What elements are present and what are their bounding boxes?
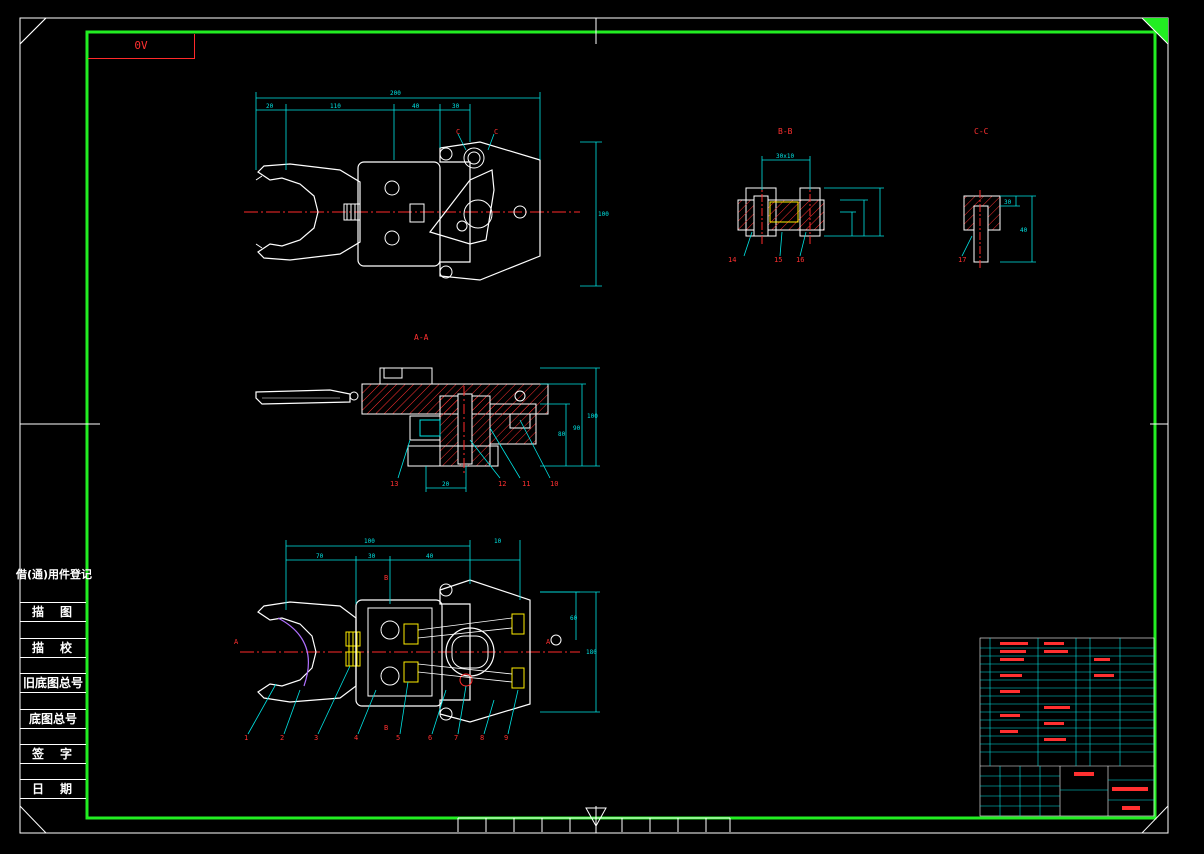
bottom-view: 100 70 30 40 10 60 180 1 2 3 4 5 6 7 <box>234 538 600 742</box>
section-aa-view: 20 100 90 80 13 12 11 10 <box>255 367 600 492</box>
top-view: 200 20 110 40 30 100 C C <box>244 90 609 287</box>
balloon-6: 6 <box>428 734 432 742</box>
balloon-16: 16 <box>796 256 804 264</box>
section-aa-title: A-A <box>414 333 429 342</box>
dim-bottom-10: 10 <box>494 538 502 545</box>
balloon-7: 7 <box>454 734 458 742</box>
gripper-jaw-top <box>257 163 361 261</box>
dim-top-110: 110 <box>330 103 341 110</box>
dim-aa-20: 20 <box>442 481 450 488</box>
balloon-10: 10 <box>550 480 558 488</box>
balloon-4: 4 <box>354 734 358 742</box>
dim-bottom-70: 70 <box>316 553 324 560</box>
balloon-14: 14 <box>728 256 736 264</box>
side-label-trace: 描 图 <box>20 602 86 622</box>
title-block-text-marks <box>1000 642 1148 810</box>
dim-top-40: 40 <box>412 103 420 110</box>
dim-aa-100: 100 <box>587 413 598 420</box>
svg-text:B: B <box>384 574 388 582</box>
dim-aa-90: 90 <box>573 425 581 432</box>
side-label-borrow-register: 借(通)用件登记 <box>15 568 93 581</box>
side-label-old-base-number: 旧底图总号 <box>20 673 86 693</box>
balloon-13: 13 <box>390 480 398 488</box>
balloon-11: 11 <box>522 480 530 488</box>
side-label-date: 日 期 <box>20 779 86 799</box>
svg-text:A: A <box>546 638 551 646</box>
dim-top-100: 100 <box>598 211 609 218</box>
balloon-1: 1 <box>244 734 248 742</box>
cam-plate-top <box>428 169 495 245</box>
dim-aa-80: 80 <box>558 431 566 438</box>
balloon-15: 15 <box>774 256 782 264</box>
dim-top-20: 20 <box>266 103 274 110</box>
dim-cc-30: 30 <box>1004 199 1012 206</box>
section-bb-title: B-B <box>778 127 793 136</box>
balloon-17: 17 <box>958 256 966 264</box>
svg-text:B: B <box>384 724 388 732</box>
dim-cc-40: 40 <box>1020 227 1028 234</box>
dim-bottom-60: 60 <box>570 615 578 622</box>
balloon-12: 12 <box>498 480 506 488</box>
outer-frame <box>19 17 1169 834</box>
svg-text:C: C <box>456 128 460 136</box>
side-label-signature: 签 字 <box>20 744 86 764</box>
body-plate-top <box>357 161 441 267</box>
green-frame <box>85 30 1157 820</box>
section-bb-view: 30x10 B-B 14 15 16 <box>728 127 884 264</box>
dim-bottom-30: 30 <box>368 553 376 560</box>
balloon-3: 3 <box>314 734 318 742</box>
sheet-corner-code: 0V <box>88 34 195 59</box>
dim-top-30: 30 <box>452 103 460 110</box>
svg-text:C: C <box>494 128 498 136</box>
side-label-trace-check: 描 校 <box>20 638 86 658</box>
balloon-8: 8 <box>480 734 484 742</box>
section-cc-view: 30 40 C-C 17 <box>958 127 1036 268</box>
dim-top-200: 200 <box>390 90 401 97</box>
balloon-9: 9 <box>504 734 508 742</box>
balloon-5: 5 <box>396 734 400 742</box>
side-label-base-number: 底图总号 <box>20 709 86 729</box>
svg-text:A: A <box>234 638 239 646</box>
balloon-2: 2 <box>280 734 284 742</box>
dim-bottom-180: 180 <box>586 649 597 656</box>
section-cc-title: C-C <box>974 127 989 136</box>
title-block <box>979 637 1155 817</box>
dim-bottom-40: 40 <box>426 553 434 560</box>
bottom-ruler <box>457 817 731 832</box>
bracket-top <box>439 141 541 281</box>
dim-bottom-100: 100 <box>364 538 375 545</box>
dim-bb-30x10: 30x10 <box>776 153 794 160</box>
